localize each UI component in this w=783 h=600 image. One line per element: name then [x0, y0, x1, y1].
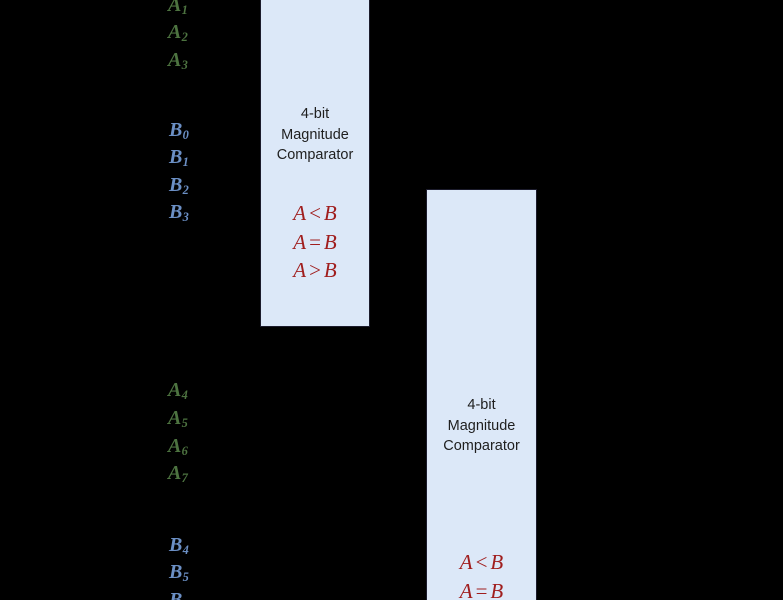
signal-index: 6 [181, 444, 188, 459]
block-title-line: Comparator [276, 147, 354, 163]
signal-label-a7: A7 [168, 462, 188, 486]
signal-name: A [168, 0, 182, 16]
signal-index: 1 [182, 155, 189, 170]
signal-name: B [169, 174, 183, 196]
output-operand-right: B [323, 258, 337, 282]
output-operand-right: B [490, 550, 504, 574]
signal-name: B [169, 201, 183, 223]
output-operator: = [309, 229, 321, 254]
signal-index: 3 [181, 58, 188, 73]
block-outputs-high: A<B A=B [427, 548, 536, 600]
output-operand-right: B [323, 229, 337, 254]
signal-name: A [168, 379, 182, 401]
output-operator: = [475, 578, 488, 600]
signal-label-a5: A5 [168, 407, 188, 431]
signal-name: B [169, 561, 183, 583]
signal-index: 1 [181, 3, 188, 18]
signal-index: 2 [182, 183, 189, 198]
output-operand-right: B [490, 578, 504, 600]
signal-name: B [169, 119, 183, 141]
signal-index: 4 [181, 388, 188, 403]
signal-name: B [169, 534, 183, 556]
output-operand-right: B [323, 201, 337, 225]
signal-index: 3 [182, 210, 189, 225]
block-title-low: 4-bit Magnitude Comparator [261, 104, 369, 166]
signal-label-b0: B0 [169, 119, 189, 143]
signal-label-b4: B4 [169, 534, 189, 558]
output-operand-left: A [293, 258, 307, 282]
output-operator: < [475, 550, 488, 574]
comparator-block-low[interactable]: 4-bit Magnitude Comparator A<B A=B A>B [260, 0, 370, 327]
signal-label-a3: A3 [168, 49, 188, 73]
output-operator: < [309, 201, 321, 225]
comparator-block-high[interactable]: 4-bit Magnitude Comparator A<B A=B [426, 189, 537, 600]
signal-name: A [168, 407, 182, 429]
output-expression: A<B [427, 548, 536, 577]
block-title-line: 4-bit [300, 106, 330, 122]
signal-index: 4 [182, 543, 189, 558]
signal-index: 7 [181, 471, 188, 486]
signal-name: A [168, 21, 182, 43]
block-title-high: 4-bit Magnitude Comparator [427, 395, 536, 457]
block-title-line: Comparator [443, 438, 520, 454]
signal-index: 0 [182, 128, 189, 143]
signal-index: 5 [181, 416, 188, 431]
signal-name: A [168, 49, 182, 71]
signal-name: A [168, 435, 182, 457]
block-title-line: 4-bit [467, 397, 496, 413]
output-expression: A<B [261, 199, 369, 228]
signal-name: B [169, 589, 183, 600]
block-outputs-low: A<B A=B A>B [261, 199, 369, 285]
signal-label-b1: B1 [169, 146, 189, 170]
signal-label-a4: A4 [168, 379, 188, 403]
signal-index: 5 [182, 570, 189, 585]
output-operand-left: A [459, 578, 473, 600]
signal-name: A [168, 462, 182, 484]
signal-label-a6: A6 [168, 435, 188, 459]
output-expression: A=B [261, 228, 369, 257]
block-title-line: Magnitude [447, 417, 516, 434]
output-operand-left: A [293, 201, 307, 225]
signal-label-a2: A2 [168, 21, 188, 45]
output-operand-left: A [293, 229, 307, 254]
output-operand-left: A [459, 550, 473, 574]
signal-name: B [169, 146, 183, 168]
signal-label-b5: B5 [169, 561, 189, 585]
block-title-line: Magnitude [281, 126, 349, 143]
signal-label-b6: B6 [169, 590, 189, 600]
signal-label-a1: A1 [168, 0, 188, 18]
output-expression: A=B [427, 577, 536, 600]
signal-label-b2: B2 [169, 174, 189, 198]
signal-index: 2 [181, 30, 188, 45]
output-operator: > [309, 258, 321, 282]
output-expression: A>B [261, 256, 369, 285]
signal-label-b3: B3 [169, 201, 189, 225]
